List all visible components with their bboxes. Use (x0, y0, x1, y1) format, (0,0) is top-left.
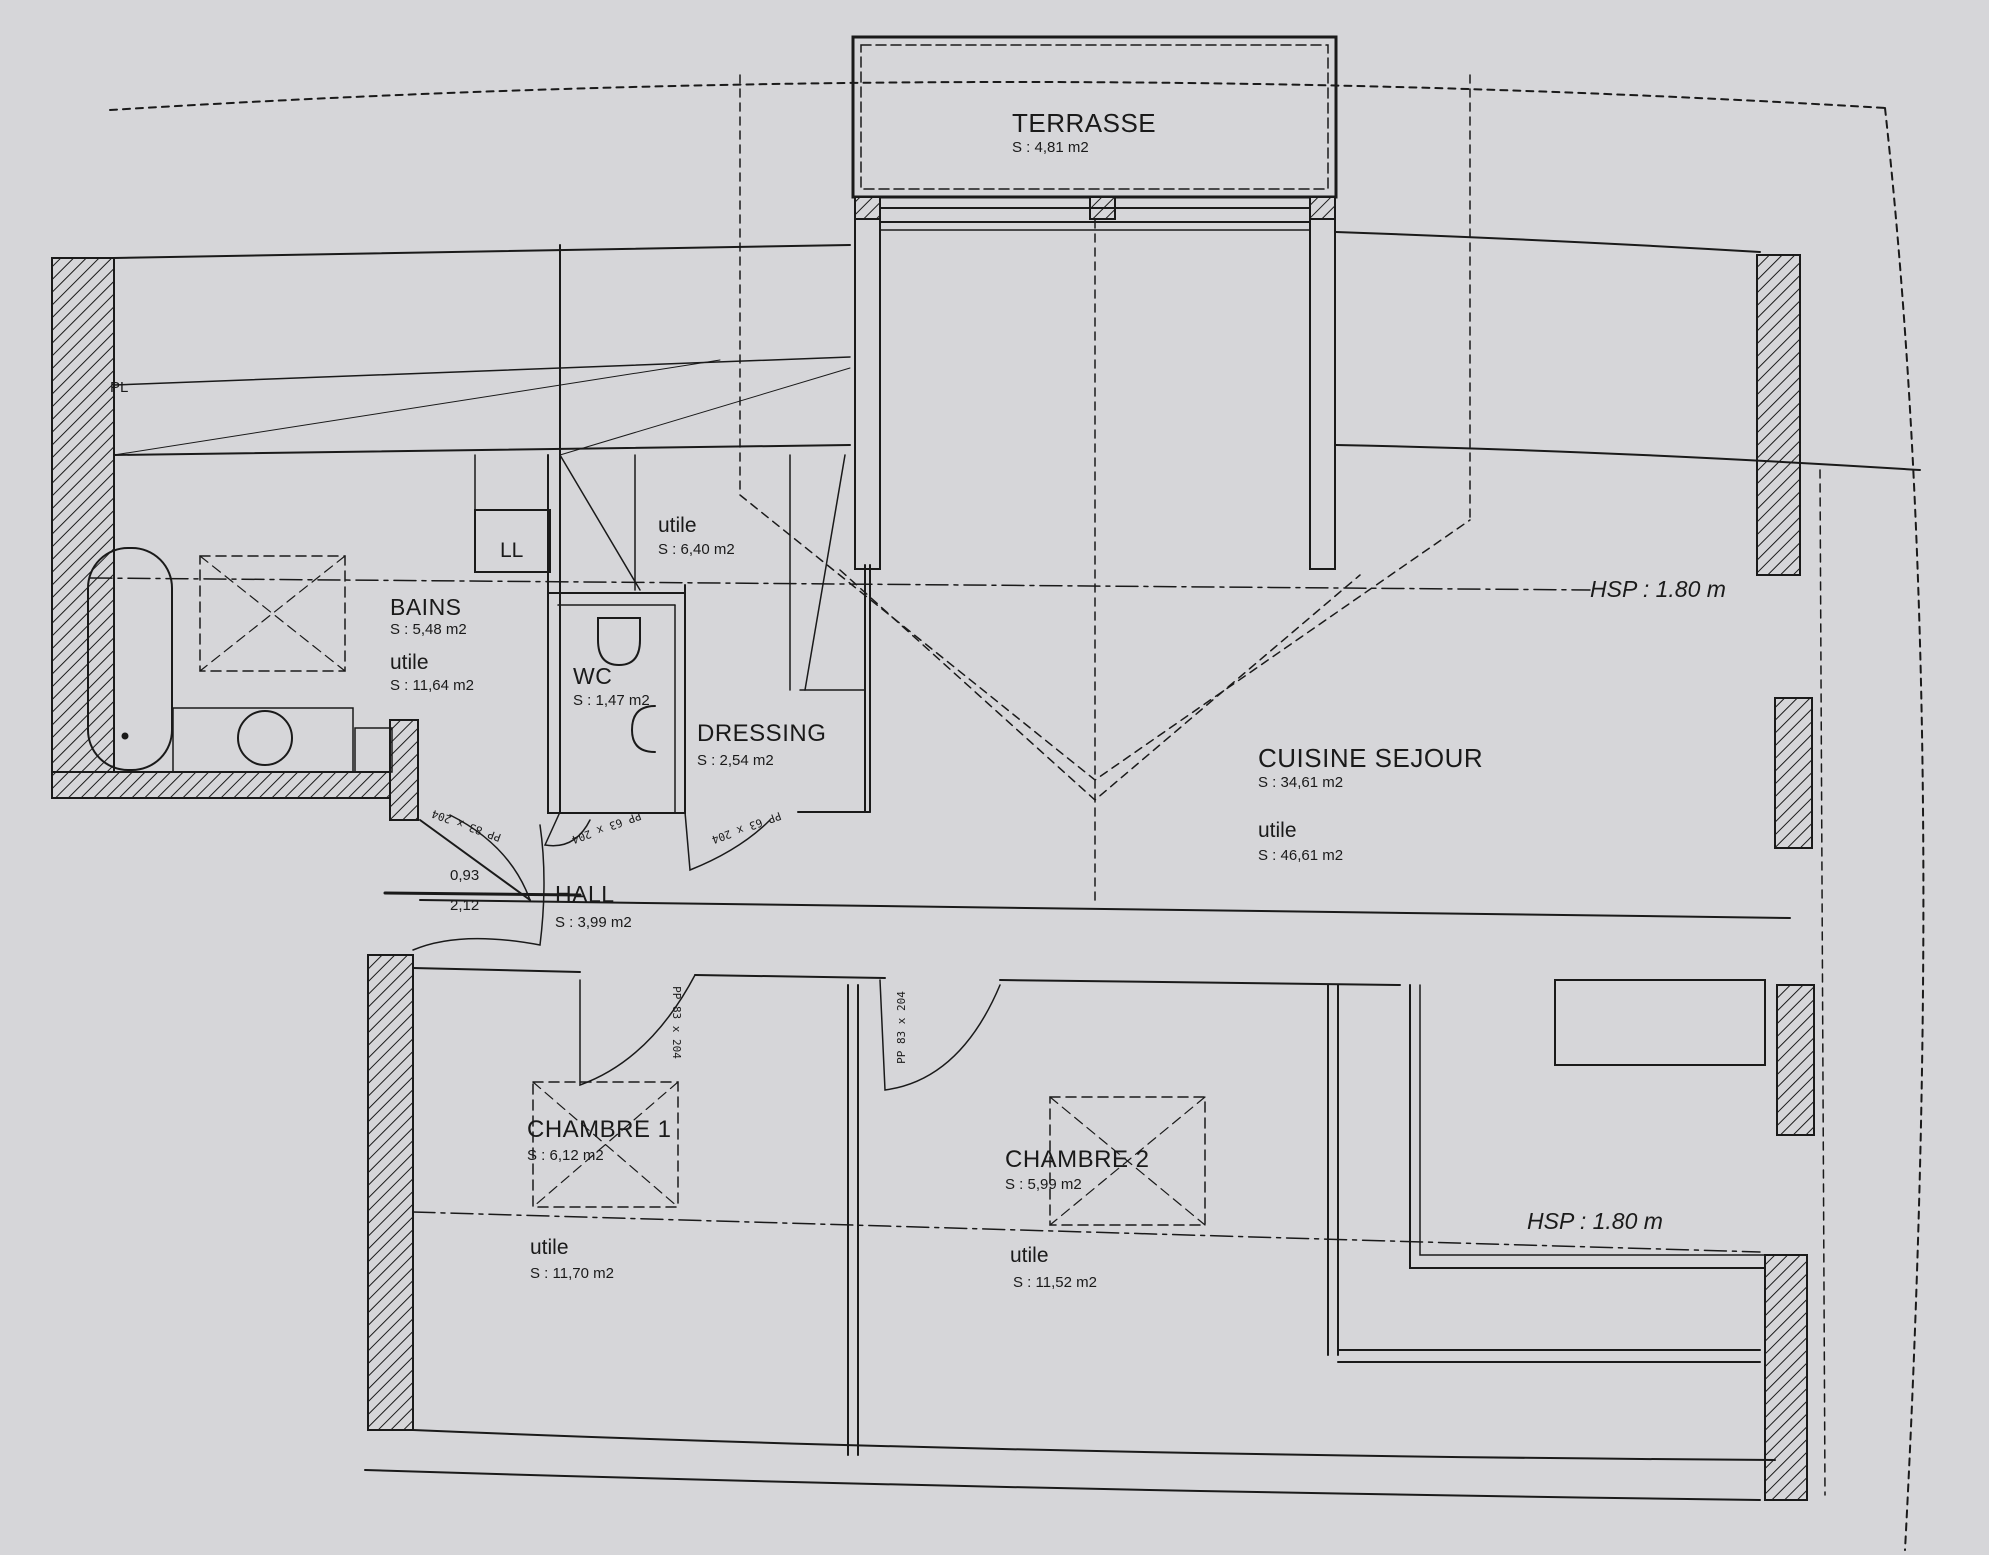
hall-area: S : 3,99 m2 (555, 914, 632, 931)
chambre1-area: S : 6,12 m2 (527, 1147, 604, 1164)
bains-label: BAINS (390, 594, 462, 620)
bathtub (87, 547, 173, 771)
dressing-label: DRESSING (697, 720, 827, 747)
skylight-chambre1 (532, 1081, 679, 1208)
door-tag-chambre1: PP 83 x 204 (669, 986, 683, 1059)
cuisine-label: CUISINE SEJOUR (1258, 743, 1484, 773)
roof-outline-right (1884, 107, 1925, 1551)
chambre1-utile-area: S : 11,70 m2 (530, 1265, 614, 1282)
hsp-top-label: HSP : 1.80 m (1590, 576, 1726, 602)
wall-right-2 (1774, 697, 1813, 849)
chambre2-label: CHAMBRE 2 (1005, 1146, 1150, 1173)
dressing-upper-utile: utile (658, 514, 697, 537)
skylight-chambre2 (1049, 1096, 1206, 1226)
chambre1-utile: utile (530, 1236, 569, 1259)
dimension-bottom: 2,12 (450, 897, 480, 914)
chambre2-utile-area: S : 11,52 m2 (1013, 1274, 1097, 1291)
ll-box (474, 509, 551, 573)
bains-utile-area: S : 11,64 m2 (390, 677, 474, 694)
chambre2-utile: utile (1010, 1244, 1049, 1267)
terrasse-area: S : 4,81 m2 (1012, 139, 1089, 156)
wall-right-1 (1756, 254, 1801, 576)
wall-right-3 (1776, 984, 1815, 1136)
toilet (597, 617, 641, 667)
pl-label: PL (110, 379, 129, 396)
bains-utile: utile (390, 651, 429, 674)
hsp-bottom-label: HSP : 1.80 m (1527, 1208, 1663, 1234)
dressing-area: S : 2,54 m2 (697, 752, 774, 769)
chambre1-label: CHAMBRE 1 (527, 1116, 672, 1143)
kitchen-counter (1554, 979, 1766, 1066)
washbasin (237, 710, 293, 766)
bains-area: S : 5,48 m2 (390, 621, 467, 638)
wall-right-4 (1764, 1254, 1808, 1501)
dressing-upper-area: S : 6,40 m2 (658, 541, 735, 558)
wc-area: S : 1,47 m2 (573, 692, 650, 709)
wall-bath-stub (389, 719, 419, 821)
dimension-top: 0,93 (450, 867, 480, 884)
hall-label: HALL (555, 881, 615, 907)
wc-label: WC (573, 663, 613, 689)
roof-outline-top (109, 80, 1886, 111)
wall-left-lower (367, 954, 414, 1431)
wall-bath-bottom (51, 771, 413, 799)
chambre2-area: S : 5,99 m2 (1005, 1176, 1082, 1193)
ll-label: LL (500, 539, 524, 562)
door-tag-chambre2: PP 83 x 204 (894, 991, 908, 1064)
cuisine-area: S : 34,61 m2 (1258, 774, 1344, 791)
wall-left (51, 257, 115, 799)
shower-tray (199, 555, 346, 672)
cuisine-utile: utile (1258, 819, 1297, 842)
terrasse-label: TERRASSE (1012, 108, 1157, 138)
cuisine-utile-area: S : 46,61 m2 (1258, 847, 1344, 864)
